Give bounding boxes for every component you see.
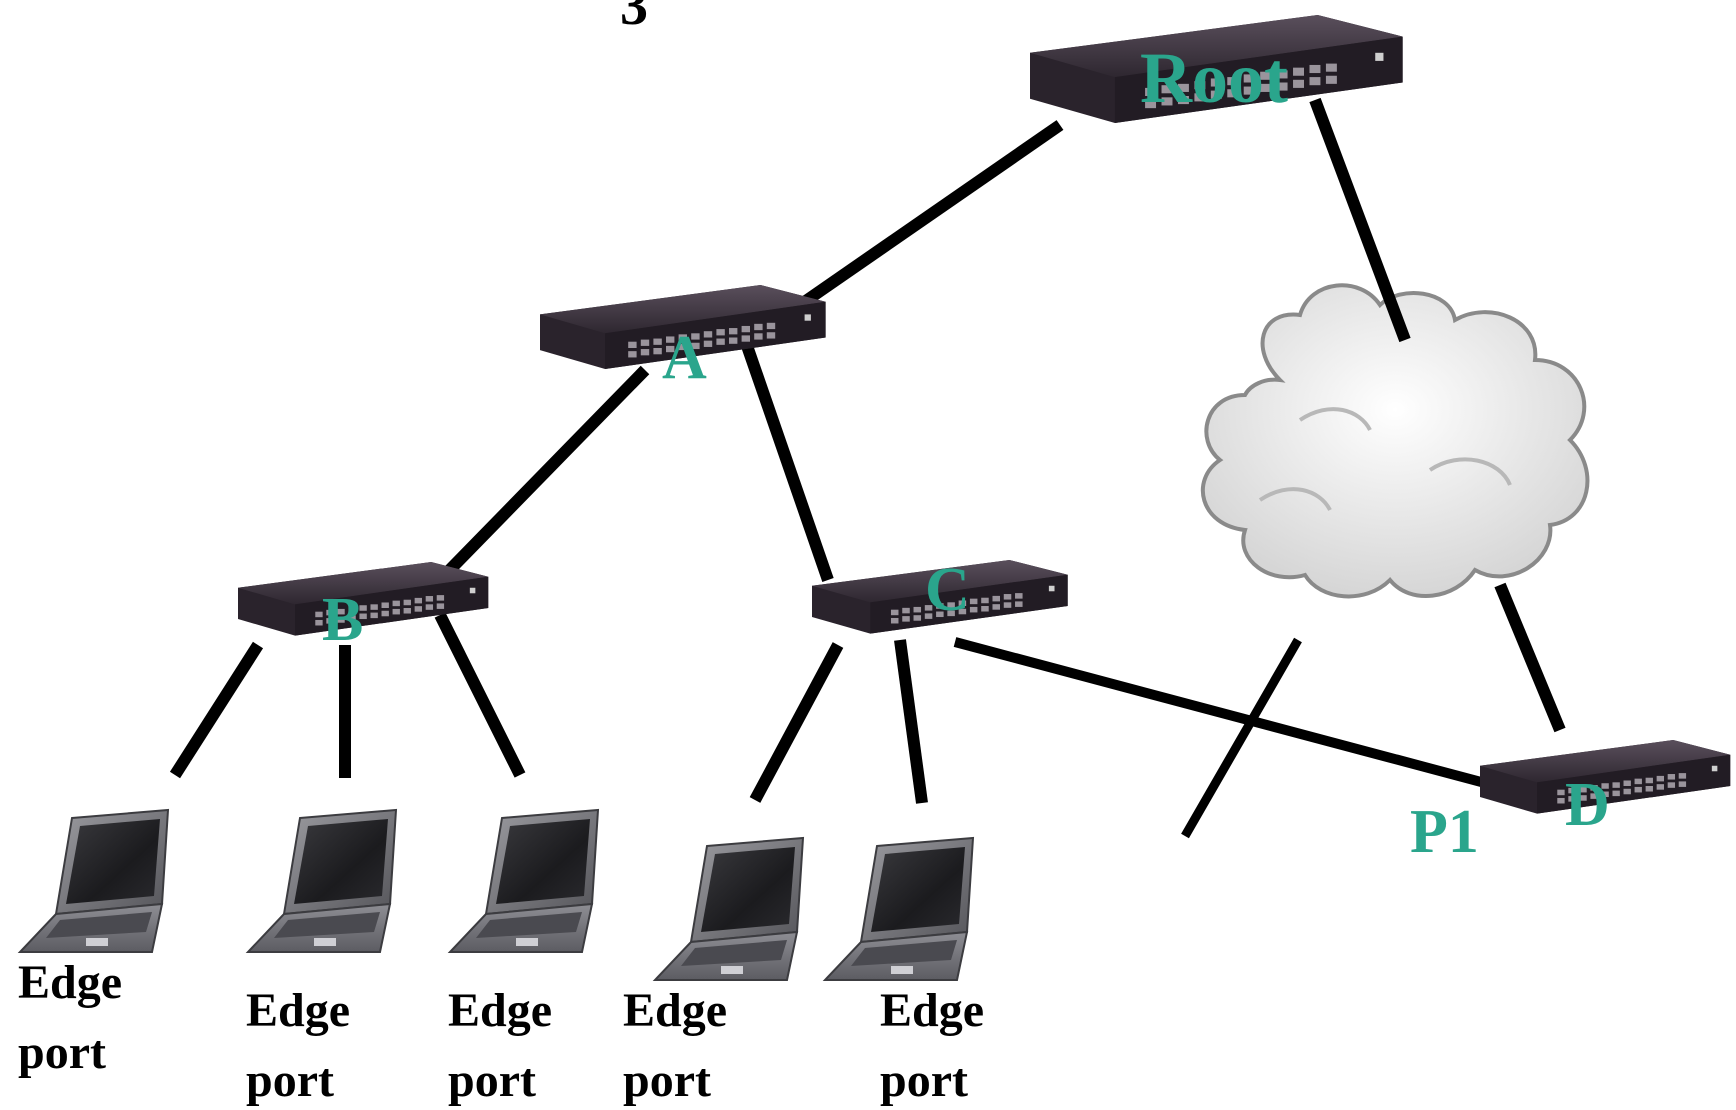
blocked-link-mark bbox=[1181, 637, 1302, 839]
top-fragment-text: 3 bbox=[620, 0, 648, 37]
switch-a-label: A bbox=[662, 324, 707, 392]
edge-port-label-2: Edge port bbox=[246, 984, 350, 1107]
link-cloud-d bbox=[1494, 582, 1566, 733]
port-p1-label: P1 bbox=[1410, 798, 1479, 866]
link-root-cloud bbox=[1309, 97, 1411, 343]
link-c-edge5 bbox=[894, 639, 928, 804]
link-b-edge1 bbox=[169, 641, 264, 779]
switch-root-label: Root bbox=[1140, 38, 1288, 118]
link-a-c bbox=[739, 338, 834, 582]
edge-port-label-line: port bbox=[623, 1054, 711, 1107]
edge-port-label-line: Edge bbox=[448, 984, 552, 1037]
switch-c-label: C bbox=[925, 556, 970, 624]
switch-b-label: B bbox=[322, 586, 363, 654]
laptop-icon bbox=[19, 809, 169, 953]
edge-port-label-3: Edge port bbox=[448, 984, 552, 1107]
edge-port-label-line: port bbox=[18, 1026, 106, 1079]
edge-port-label-line: port bbox=[880, 1054, 968, 1107]
edge-port-label-line: Edge bbox=[246, 984, 350, 1037]
laptop-icon bbox=[449, 809, 599, 953]
link-a-b bbox=[430, 365, 650, 590]
edge-port-label-4: Edge port bbox=[623, 984, 727, 1107]
link-c-edge4 bbox=[749, 642, 844, 803]
edge-port-label-5: Edge port bbox=[880, 984, 984, 1107]
link-c-d bbox=[953, 637, 1532, 800]
link-b-edge3 bbox=[434, 612, 526, 778]
edge-port-label-line: Edge bbox=[18, 956, 122, 1009]
links bbox=[169, 97, 1566, 839]
network-cloud-icon bbox=[1200, 283, 1590, 599]
link-root-a bbox=[796, 120, 1064, 310]
edge-port-label-1: Edge port bbox=[18, 956, 122, 1079]
laptop-icon bbox=[824, 837, 974, 981]
laptop-icon bbox=[654, 837, 804, 981]
laptop-icon bbox=[247, 809, 397, 953]
edge-port-label-line: port bbox=[448, 1054, 536, 1107]
switch-d-label: D bbox=[1565, 771, 1610, 839]
edge-port-label-line: port bbox=[246, 1054, 334, 1107]
edge-port-label-line: Edge bbox=[880, 984, 984, 1037]
edge-port-label-line: Edge bbox=[623, 984, 727, 1037]
